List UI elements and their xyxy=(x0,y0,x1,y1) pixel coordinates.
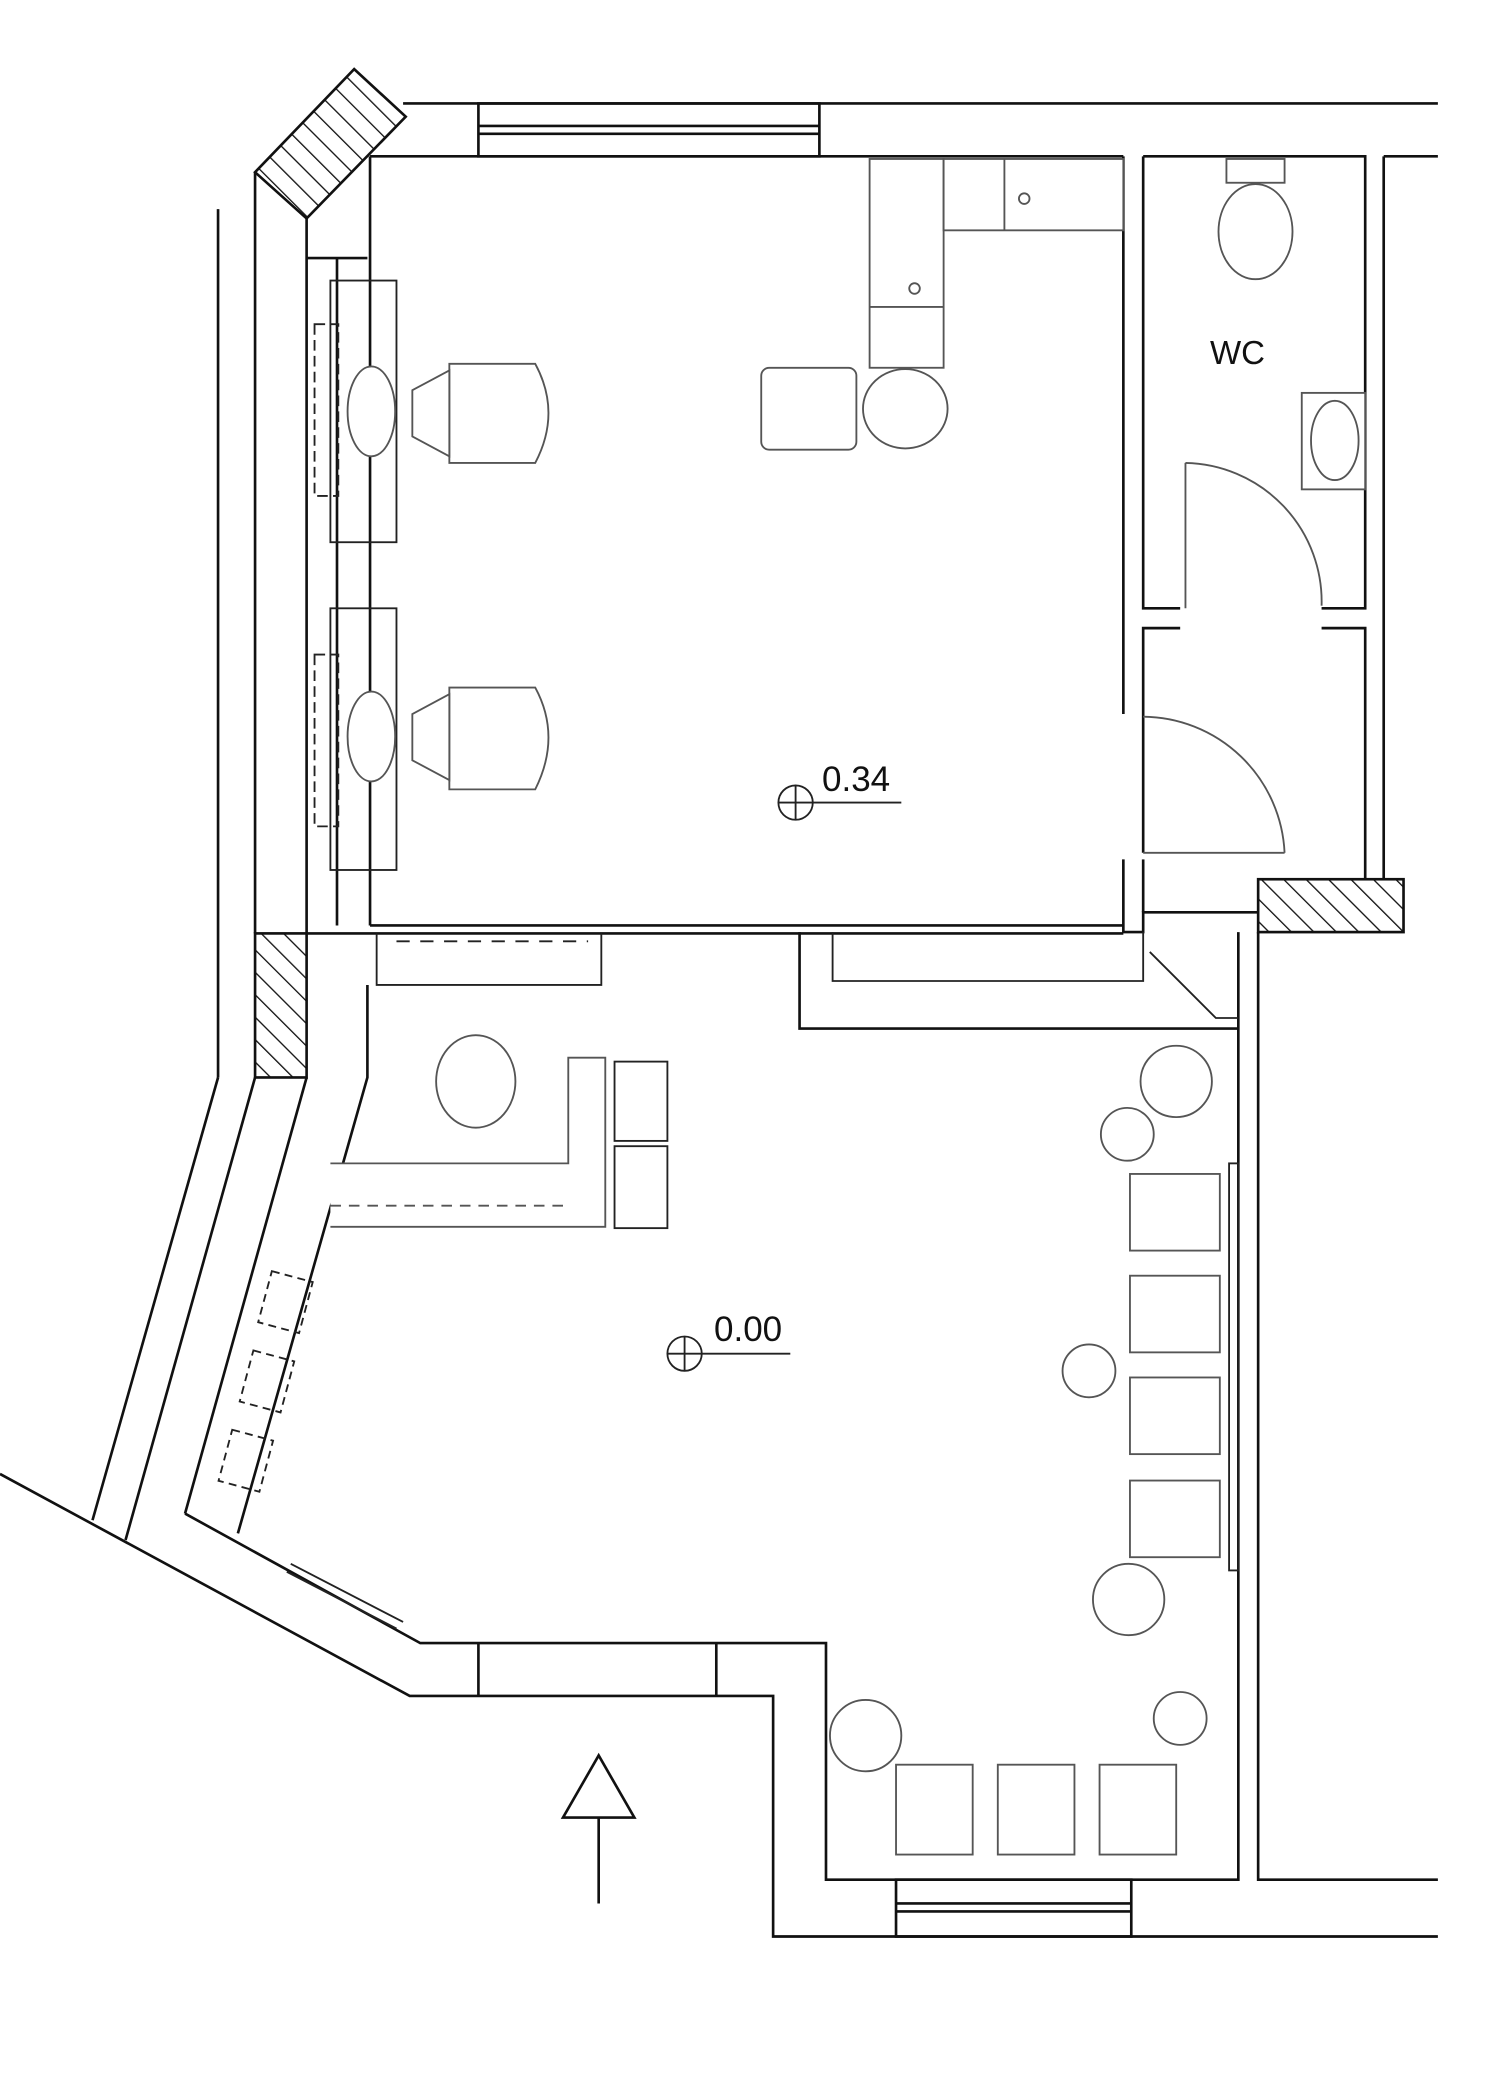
furniture xyxy=(217,158,1367,1856)
hatched-column xyxy=(253,932,308,1079)
walls xyxy=(0,67,1438,1938)
hatched-column xyxy=(253,67,408,221)
hatched-column xyxy=(1256,877,1405,934)
entrance-arrow-icon xyxy=(560,1752,637,1904)
level-label-ground: 0.00 xyxy=(714,1310,783,1349)
level-label-upper: 0.34 xyxy=(822,760,891,799)
doors xyxy=(1143,462,1323,854)
level-markers xyxy=(666,784,902,1372)
room-label-wc: WC xyxy=(1210,334,1265,371)
